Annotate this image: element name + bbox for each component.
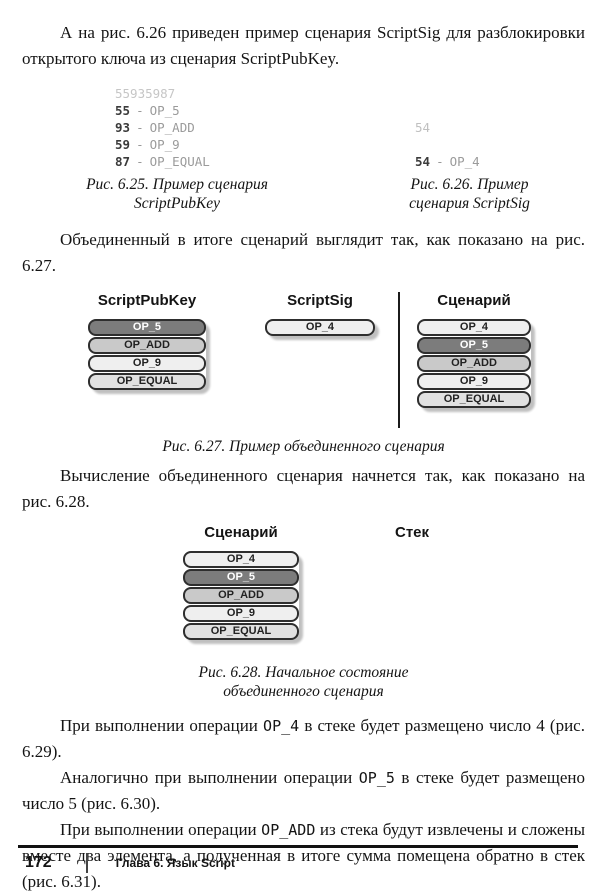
op-box-opadd: OP_ADD	[417, 355, 531, 372]
fig28-scenario-column: Сценарий OP_4 OP_5 OP_ADD OP_9 OP_EQUAL	[183, 524, 299, 640]
caption-fig-6-27: Рис. 6.27. Пример объединенного сценария	[162, 438, 445, 455]
fig27-scriptsig-column: ScriptSig OP_4	[265, 292, 375, 336]
fig27-scenario-column: Сценарий OP_4 OP_5 OP_ADD OP_9 OP_EQUAL	[417, 292, 531, 408]
inline-code-op4: OP_4	[263, 717, 300, 735]
op-box-op9: OP_9	[88, 355, 206, 372]
caption-fig-6-26: Рис. 6.26. Пример сценария ScriptSig	[409, 176, 530, 212]
scriptsig-listing-row: 54-OP_4	[415, 154, 480, 169]
fig27-scenario-title: Сценарий	[437, 292, 511, 309]
captions-row: Рис. 6.25. Пример сценария ScriptPubKey …	[22, 175, 585, 217]
footer-divider	[85, 853, 88, 873]
page-footer: 172 Глава 6. Язык Script	[18, 845, 578, 873]
figure-6-27: ScriptPubKey OP_5 OP_ADD OP_9 OP_EQUAL S…	[22, 292, 585, 430]
opcode-listing: 55935987 55-OP_5 93-OP_ADD 59-OP_9 87-OP…	[22, 85, 585, 173]
fig28-stack-title: Стек	[394, 524, 430, 541]
paragraph-op5: Аналогично при выполнении операции OP_5 …	[22, 768, 585, 813]
op-box-opequal: OP_EQUAL	[183, 623, 299, 640]
inline-code-op5: OP_5	[358, 769, 395, 787]
fig28-stack-column: Стек	[357, 524, 467, 551]
paragraph-evaluation: Вычисление объединенного сценария начнет…	[22, 466, 585, 511]
listing-row: 55-OP_5	[115, 103, 180, 118]
listing-row: 59-OP_9	[115, 137, 180, 152]
scriptpubkey-listing: 55935987 55-OP_5 93-OP_ADD 59-OP_9 87-OP…	[115, 85, 210, 170]
op-box-op4: OP_4	[183, 551, 299, 568]
op-box-op4: OP_4	[417, 319, 531, 336]
op-box-opadd: OP_ADD	[88, 337, 206, 354]
paragraph-opadd: При выполнении операции OP_ADD из стека …	[22, 820, 585, 891]
caption-fig-6-25: Рис. 6.25. Пример сценария ScriptPubKey	[86, 176, 268, 212]
op-box-op4: OP_4	[265, 319, 375, 336]
scriptsig-faded-value: 54	[415, 120, 431, 135]
op-box-op9: OP_9	[183, 605, 299, 622]
op-box-op5: OP_5	[88, 319, 206, 336]
op-box-opequal: OP_EQUAL	[88, 373, 206, 390]
scriptsig-stack: OP_4	[265, 319, 375, 336]
fig27-scriptsig-title: ScriptSig	[287, 292, 353, 309]
fig27-scriptpubkey-column: ScriptPubKey OP_5 OP_ADD OP_9 OP_EQUAL	[88, 292, 206, 390]
paragraph-op4: При выполнении операции OP_4 в стеке буд…	[22, 716, 585, 761]
figure-6-28: Сценарий OP_4 OP_5 OP_ADD OP_9 OP_EQUAL …	[22, 524, 585, 648]
fig28-scenario-title: Сценарий	[204, 524, 278, 541]
listing-row: 93-OP_ADD	[115, 120, 195, 135]
fig27-scriptpubkey-title: ScriptPubKey	[97, 292, 197, 309]
op-box-op9: OP_9	[417, 373, 531, 390]
page-number: 172	[25, 854, 52, 871]
scriptpubkey-stack: OP_5 OP_ADD OP_9 OP_EQUAL	[88, 319, 206, 390]
chapter-title: Глава 6. Язык Script	[115, 856, 235, 870]
page-content: А на рис. 6.26 приведен пример сценария …	[22, 23, 585, 891]
listing-watermark: 55935987	[115, 86, 176, 101]
listing-row: 87-OP_EQUAL	[115, 154, 210, 169]
caption-fig-6-28: Рис. 6.28. Начальное состояние объединен…	[198, 664, 409, 700]
op-box-opequal: OP_EQUAL	[417, 391, 531, 408]
figure-divider-line	[398, 292, 400, 428]
op-box-op5: OP_5	[417, 337, 531, 354]
paragraph-combined: Объединенный в итоге сценарий выглядит т…	[22, 230, 585, 275]
op-box-opadd: OP_ADD	[183, 587, 299, 604]
combined-scenario-stack: OP_4 OP_5 OP_ADD OP_9 OP_EQUAL	[417, 319, 531, 408]
paragraph-intro: А на рис. 6.26 приведен пример сценария …	[22, 23, 585, 68]
op-box-op5: OP_5	[183, 569, 299, 586]
inline-code-opadd: OP_ADD	[261, 821, 316, 839]
scenario-stack: OP_4 OP_5 OP_ADD OP_9 OP_EQUAL	[183, 551, 299, 640]
